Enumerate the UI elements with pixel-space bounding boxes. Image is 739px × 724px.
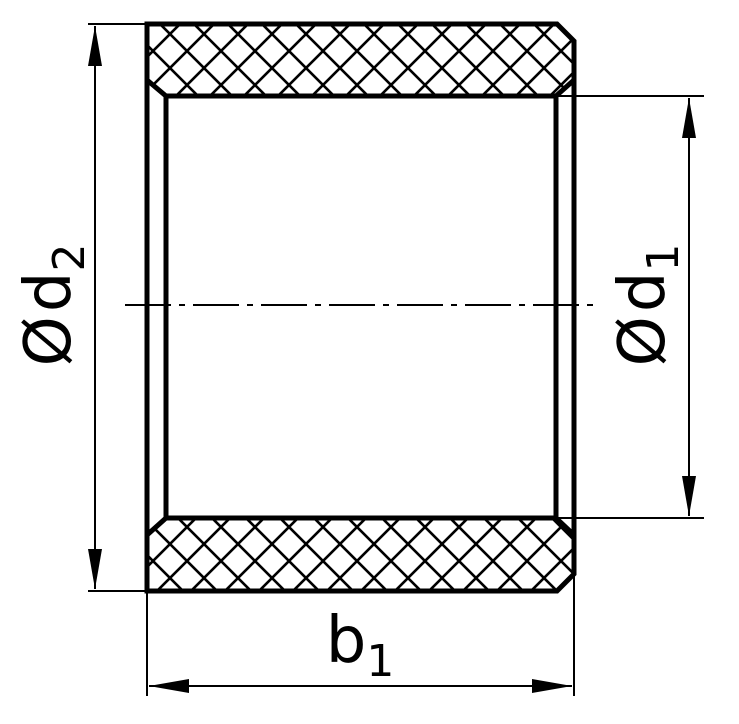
bottom-wall-section [144,515,577,594]
arrow-inner-diameter-top [682,98,696,138]
label-width: b1 [326,604,395,687]
top-wall-section [144,21,577,99]
letter-width: b [326,604,367,678]
subscript-width: 1 [366,636,394,687]
letter-inner: d [606,272,680,313]
label-inner-diameter: Ød1 [606,244,689,367]
subscript-inner: 1 [638,244,689,272]
label-outer-diameter: Ød2 [12,244,95,367]
letter-outer: d [12,272,86,313]
diameter-symbol-outer: Ø [12,316,86,366]
arrow-inner-diameter-bottom [682,476,696,516]
arrow-width-left [149,679,189,693]
diameter-symbol-inner: Ø [606,316,680,366]
bore-outline [163,93,559,521]
subscript-outer: 2 [44,244,95,272]
arrow-outer-diameter-bottom [88,549,102,589]
arrow-outer-diameter-top [88,26,102,66]
arrow-width-right [532,679,572,693]
